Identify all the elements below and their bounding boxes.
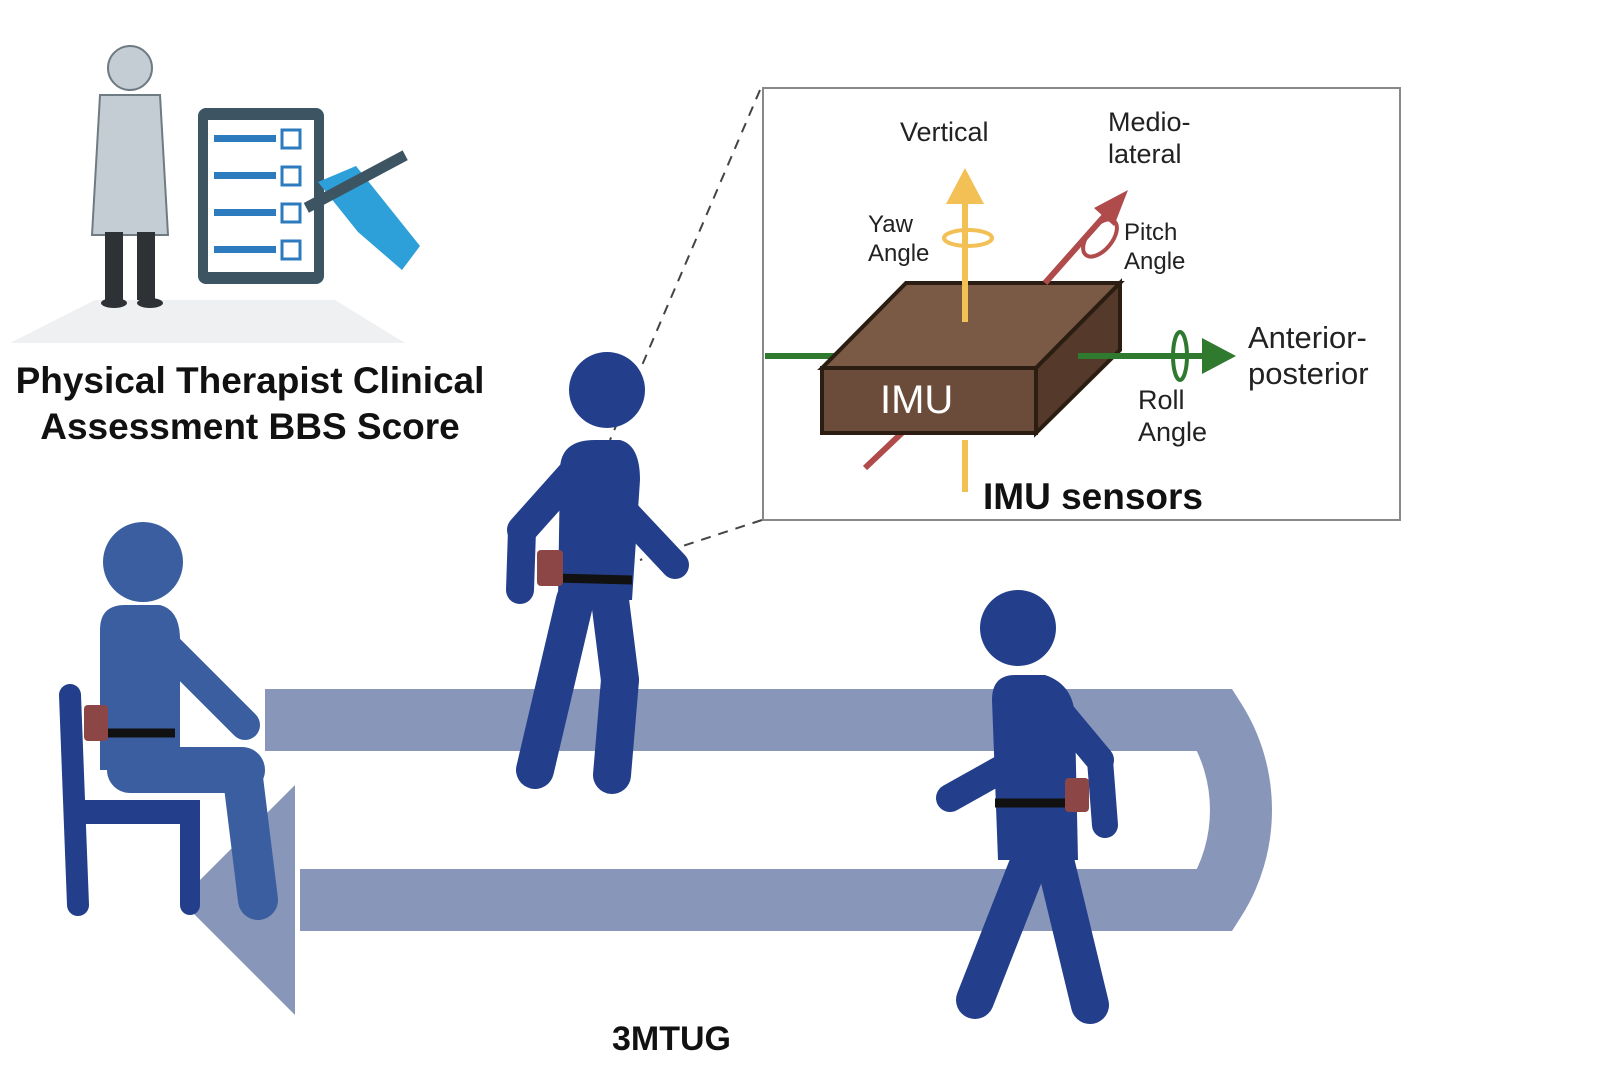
imu-sensors-title: IMU sensors xyxy=(983,476,1204,517)
test-label-3mtug: 3MTUG xyxy=(612,1020,731,1058)
anterior-line1: Anterior- xyxy=(1248,320,1367,355)
yaw-angle-label: Yaw Angle xyxy=(868,210,929,268)
anterior-arrowhead xyxy=(1202,338,1236,374)
imu-inset-panel xyxy=(762,87,1401,521)
roll-rotation-icon xyxy=(1171,330,1189,382)
yaw-line2: Angle xyxy=(868,240,930,267)
pitch-line1: Pitch xyxy=(1124,219,1178,246)
imu-sensor-returning xyxy=(1065,778,1089,812)
roll-angle-label: Roll Angle xyxy=(1138,384,1207,448)
pitch-rotation-icon xyxy=(1081,217,1119,259)
chair xyxy=(59,684,200,916)
medio-lateral-line1: Medio- xyxy=(1108,107,1191,137)
walking-person-returning xyxy=(936,590,1118,1024)
roll-line1: Roll xyxy=(1138,385,1185,415)
imu-box-label: IMU xyxy=(880,378,954,422)
yaw-rotation-icon xyxy=(942,228,994,248)
therapist-figure xyxy=(90,45,170,308)
medio-axis-back xyxy=(862,427,908,471)
therapist-illustration xyxy=(10,45,420,343)
vertical-label: Vertical xyxy=(900,117,989,147)
zoom-lines xyxy=(609,89,763,561)
medio-lateral-line2: lateral xyxy=(1108,139,1182,169)
therapist-caption: Physical Therapist Clinical Assessment B… xyxy=(0,358,500,450)
therapist-caption-line2: Assessment BBS Score xyxy=(40,406,460,447)
hand-with-pen xyxy=(303,150,420,270)
anterior-line2: posterior xyxy=(1248,356,1369,391)
medio-lateral-label: Medio- lateral xyxy=(1108,106,1191,170)
roll-line2: Angle xyxy=(1138,417,1208,447)
medio-arrowhead xyxy=(1094,190,1128,226)
imu-sensor-seated xyxy=(84,705,108,741)
vertical-arrowhead xyxy=(946,168,984,204)
clipboard-checklist xyxy=(198,108,324,284)
walking-person-forward xyxy=(506,352,689,794)
therapist-caption-line1: Physical Therapist Clinical xyxy=(15,360,485,401)
pitch-line2: Angle xyxy=(1124,248,1186,275)
seated-person xyxy=(59,522,278,920)
yaw-line1: Yaw xyxy=(868,211,913,238)
imu-sensor-forward xyxy=(537,550,563,586)
pitch-angle-label: Pitch Angle xyxy=(1124,218,1185,276)
anterior-posterior-label: Anterior- posterior xyxy=(1248,320,1398,392)
